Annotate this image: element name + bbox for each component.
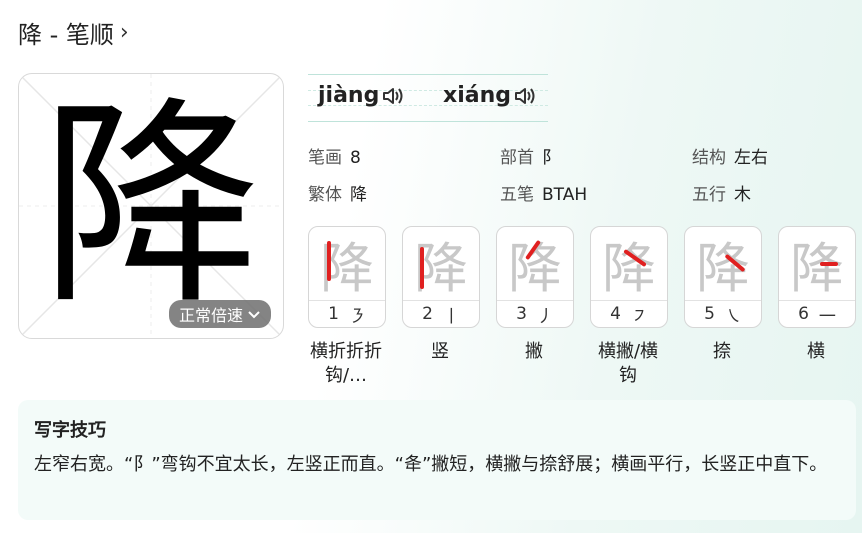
stroke-highlight <box>420 247 424 289</box>
stroke-glyph: 丨 <box>442 306 460 327</box>
stroke-footer: 1 ㇋ <box>309 300 385 327</box>
speaker-icon[interactable] <box>381 84 405 108</box>
stroke-card-4[interactable]: 降 4 ㇇ <box>590 226 668 328</box>
tian-grid <box>19 74 283 338</box>
stroke-footer: 4 ㇇ <box>591 300 667 327</box>
stroke-name-6: 横 <box>807 341 825 362</box>
stroke-glyph: 一 <box>818 306 836 327</box>
character-animation-panel[interactable]: 降 正常倍速 <box>18 73 284 339</box>
large-character: 降 <box>40 78 261 334</box>
stroke-name-2: 竖 <box>431 341 449 362</box>
info-radical: 部首阝 <box>500 143 559 168</box>
stroke-glyph: 丿 <box>536 306 554 327</box>
stroke-footer: 3 丿 <box>497 300 573 327</box>
playback-speed-button[interactable]: 正常倍速 <box>168 300 271 328</box>
stroke-character: 降 <box>508 236 562 300</box>
stroke-name-5: 捺 <box>713 341 731 362</box>
pinyin-box: jiàng xiáng <box>308 74 548 122</box>
pinyin-text: xiáng <box>443 83 511 108</box>
info-label: 部首 <box>500 148 534 168</box>
stroke-number: 5 <box>704 304 715 324</box>
info-value: 左右 <box>734 148 768 168</box>
info-wubi: 五笔 BTAH <box>500 180 587 205</box>
info-traditional: 繁体降 <box>308 180 367 205</box>
pinyin-item-1[interactable]: jiàng <box>318 83 405 108</box>
tips-body: 左窄右宽。“阝”弯钩不宜太长，左竖正而直。“夅”撇短，横撇与捺舒展；横画平行，长… <box>34 454 828 475</box>
writing-tips-panel: 写字技巧 左窄右宽。“阝”弯钩不宜太长，左竖正而直。“夅”撇短，横撇与捺舒展；横… <box>18 400 856 520</box>
playback-speed-label: 正常倍速 <box>178 306 243 325</box>
info-value: 阝 <box>542 148 559 168</box>
stroke-name-3: 撇 <box>525 341 543 362</box>
stroke-number: 4 <box>610 304 621 324</box>
page-title[interactable]: 降 - 笔顺 › <box>18 14 129 50</box>
stroke-footer: 5 ㇏ <box>685 300 761 327</box>
speaker-icon[interactable] <box>513 84 537 108</box>
stroke-number: 2 <box>422 304 433 324</box>
stroke-card-1[interactable]: 降 1 ㇋ <box>308 226 386 328</box>
tips-title: 写字技巧 <box>34 420 106 441</box>
info-strokes: 笔画 8 <box>308 143 361 168</box>
page-title-text: 降 - 笔顺 <box>18 20 114 49</box>
stroke-character: 降 <box>414 236 468 300</box>
stroke-highlight <box>820 262 838 266</box>
stroke-number: 1 <box>328 304 339 324</box>
stroke-card-3[interactable]: 降 3 丿 <box>496 226 574 328</box>
stroke-number: 6 <box>798 304 809 324</box>
stroke-footer: 6 一 <box>779 300 855 327</box>
stroke-footer: 2 丨 <box>403 300 479 327</box>
info-wuxing: 五行木 <box>692 180 751 205</box>
stroke-character: 降 <box>602 236 656 300</box>
info-value: 8 <box>350 148 361 168</box>
stroke-card-5[interactable]: 降 5 ㇏ <box>684 226 762 328</box>
info-structure: 结构左右 <box>692 143 768 168</box>
stroke-card-6[interactable]: 降 6 一 <box>778 226 856 328</box>
chevron-down-icon <box>248 311 260 319</box>
info-value: 降 <box>350 185 367 205</box>
stroke-number: 3 <box>516 304 527 324</box>
stroke-card-2[interactable]: 降 2 丨 <box>402 226 480 328</box>
pinyin-text: jiàng <box>318 83 380 108</box>
stroke-highlight <box>327 241 331 281</box>
stroke-character: 降 <box>790 236 844 300</box>
info-label: 笔画 <box>308 148 342 168</box>
info-value: BTAH <box>542 185 588 205</box>
stroke-name-1: 横折折折钩/… <box>310 341 382 386</box>
pinyin-item-2[interactable]: xiáng <box>443 83 537 108</box>
info-value: 木 <box>734 185 751 205</box>
stroke-character: 降 <box>696 236 750 300</box>
info-label: 五行 <box>692 185 726 205</box>
stroke-character: 降 <box>320 236 374 300</box>
info-label: 结构 <box>692 148 726 168</box>
stroke-name-4: 横撇/横钩 <box>597 341 659 386</box>
stroke-glyph: ㇋ <box>348 306 366 327</box>
stroke-glyph: ㇇ <box>630 306 648 327</box>
info-label: 五笔 <box>500 185 534 205</box>
stroke-glyph: ㇏ <box>724 306 742 327</box>
chevron-right-icon: › <box>119 19 129 45</box>
info-label: 繁体 <box>308 185 342 205</box>
